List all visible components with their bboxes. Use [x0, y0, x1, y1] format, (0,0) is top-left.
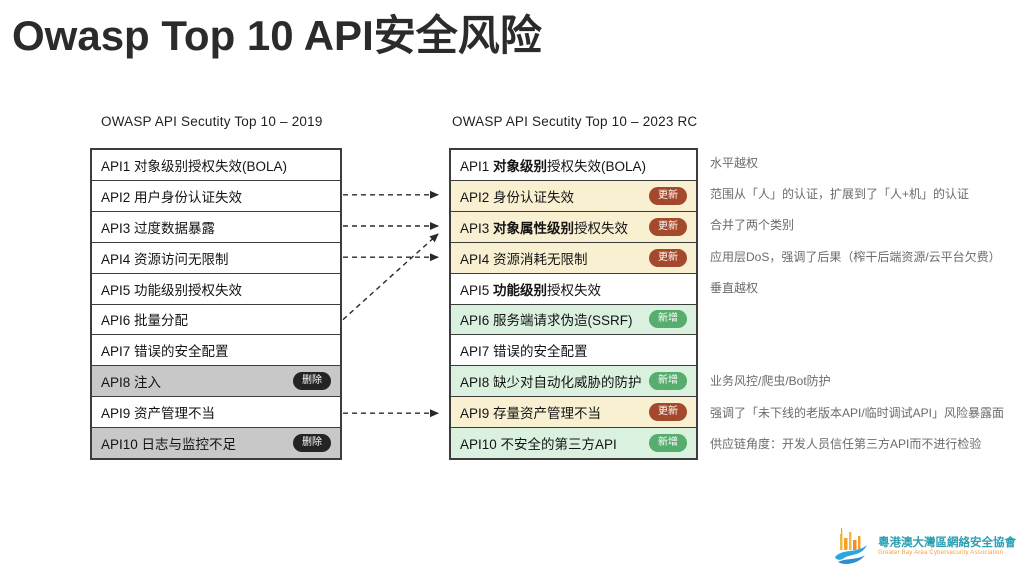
- table-row: API3 过度数据暴露: [92, 210, 340, 242]
- right-table-header: OWASP API Secutity Top 10 – 2023 RC: [452, 114, 698, 129]
- row-label: API9 存量资产管理不当: [460, 406, 602, 422]
- row-label: API10 日志与监控不足: [101, 437, 237, 453]
- table-row: API2 身份认证失效 更新: [451, 179, 696, 211]
- table-row: API5 功能级别授权失效: [451, 272, 696, 304]
- page-title: Owasp Top 10 API安全风险: [12, 12, 542, 59]
- row-label: API6 批量分配: [101, 313, 189, 329]
- org-logo: 粵港澳大灣區網絡安全協會 Greater Bay Area Cybersecur…: [828, 524, 1016, 570]
- row-note: 水平越权: [710, 156, 759, 170]
- row-note: 合并了两个类别: [710, 218, 795, 233]
- row-label: API7 错误的安全配置: [460, 344, 588, 360]
- table-row: API8 注入 删除: [92, 365, 340, 397]
- row-label: API8 缺少对自动化威胁的防护: [460, 375, 642, 391]
- row-note: 强调了「未下线的老版本API/临时调试API」风险暴露面: [710, 405, 1005, 420]
- row-label: API5 功能级别授权失效: [460, 282, 602, 298]
- row-label: API4 资源访问无限制: [101, 251, 229, 267]
- row-label: API7 错误的安全配置: [101, 344, 229, 360]
- table-row: API8 缺少对自动化威胁的防护新增: [451, 365, 696, 397]
- left-table: API1 对象级别授权失效(BOLA) API2 用户身份认证失效 API3 过度数…: [90, 148, 342, 460]
- table-row: API9 存量资产管理不当 更新: [451, 396, 696, 428]
- row-label: API3 过度数据暴露: [101, 220, 216, 236]
- left-table-header: OWASP API Secutity Top 10 – 2019: [101, 114, 323, 129]
- mapping-arrow: [342, 233, 439, 321]
- table-row: API5 功能级别授权失效: [92, 272, 340, 304]
- status-badge-new: 新增: [649, 372, 687, 391]
- row-label: API2 用户身份认证失效: [101, 189, 243, 205]
- logo-name-en: Greater Bay Area Cybersecurity Associati…: [878, 550, 1004, 557]
- status-badge-update: 更新: [649, 248, 687, 267]
- row-note: 垂直越权: [710, 280, 759, 295]
- table-row: API6 批量分配: [92, 303, 340, 335]
- table-row: API3 对象属性级别授权失效 更新: [451, 210, 696, 242]
- row-label: API3 对象属性级别授权失效: [460, 220, 629, 236]
- table-row: API9 资产管理不当: [92, 396, 340, 428]
- table-row: API1 对象级别授权失效(BOLA): [451, 150, 696, 180]
- table-row: API4 资源消耗无限制 更新: [451, 241, 696, 273]
- row-label: API2 身份认证失效: [460, 189, 575, 205]
- row-label: API6 服务端请求伪造(SSRF): [460, 313, 633, 329]
- table-row: API10 日志与监控不足 删除: [92, 427, 340, 459]
- row-note: 范围从「人」的认证，扩展到了「人+机」的认证: [710, 187, 970, 202]
- row-note: 供应链角度：开发人员信任第三方API而不进行检验: [710, 436, 982, 451]
- status-badge-update: 更新: [649, 403, 687, 422]
- table-row: API2 用户身份认证失效: [92, 179, 340, 211]
- status-badge-new: 新增: [649, 310, 687, 329]
- row-label: API4 资源消耗无限制: [460, 251, 588, 267]
- table-row: API6 服务端请求伪造(SSRF) 新增: [451, 303, 696, 335]
- row-note: 应用层DoS，强调了后果（榨干后端资源/云平台欠费）: [710, 249, 1001, 264]
- status-badge-new: 新增: [649, 434, 687, 453]
- row-note: 业务风控/爬虫/Bot防护: [710, 374, 831, 389]
- table-row: API10 不安全的第三方API 新增: [451, 427, 696, 459]
- status-badge-update: 更新: [649, 186, 687, 205]
- table-row: API7 错误的安全配置: [451, 334, 696, 366]
- status-badge-removed: 删除: [293, 372, 331, 391]
- logo-name-zh: 粵港澳大灣區網絡安全協會: [878, 537, 1016, 550]
- row-label: API1 对象级别授权失效(BOLA): [101, 158, 288, 174]
- table-row: API4 资源访问无限制: [92, 241, 340, 273]
- logo-skyline-icon: [835, 528, 867, 564]
- row-label: API5 功能级别授权失效: [101, 282, 243, 298]
- row-label: API1 对象级别授权失效(BOLA): [460, 158, 647, 174]
- table-row: API7 错误的安全配置: [92, 334, 340, 366]
- status-badge-removed: 删除: [293, 434, 331, 453]
- row-label: API9 资产管理不当: [101, 406, 216, 422]
- row-label: API10 不安全的第三方API: [460, 437, 617, 453]
- table-row: API1 对象级别授权失效(BOLA): [92, 150, 340, 180]
- row-label: API8 注入: [101, 375, 162, 391]
- status-badge-update: 更新: [649, 217, 687, 236]
